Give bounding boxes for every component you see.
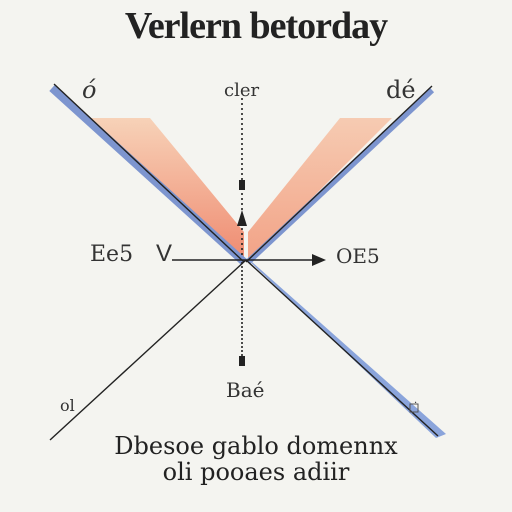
label-top-right: dé <box>386 76 416 104</box>
page-title: Verlern betorday <box>124 5 388 47</box>
caption-line-2: oli pooaes adiir <box>162 458 350 486</box>
caption-line-1: Dbesoe gablo domennx <box>114 432 398 460</box>
lower-right-marker <box>409 403 419 413</box>
label-mid-left: Ee5 <box>90 242 134 267</box>
v-right-blue-edge <box>245 87 435 265</box>
v-right-line <box>245 85 433 263</box>
label-bottom-left: ol <box>60 396 75 415</box>
diagonal-lower-right <box>245 259 439 437</box>
lower-right-blue-band <box>246 258 446 438</box>
vertical-axis-tick-lower <box>239 356 245 366</box>
vertical-axis-tick-upper <box>239 180 245 190</box>
label-v: V <box>156 240 173 267</box>
diagonal-lower-left <box>49 259 247 441</box>
label-bottom-right: · <box>414 398 418 409</box>
label-top-center: cler <box>224 80 260 101</box>
vertical-axis-arrowhead <box>237 210 247 226</box>
label-mid-right: OE5 <box>336 244 380 268</box>
horizontal-axis-arrowhead <box>312 254 326 266</box>
label-bottom-center: Baé <box>226 378 265 402</box>
label-top-left: ó <box>82 76 97 104</box>
v-left-line <box>53 83 245 263</box>
v-left-blue-edge <box>49 85 247 265</box>
